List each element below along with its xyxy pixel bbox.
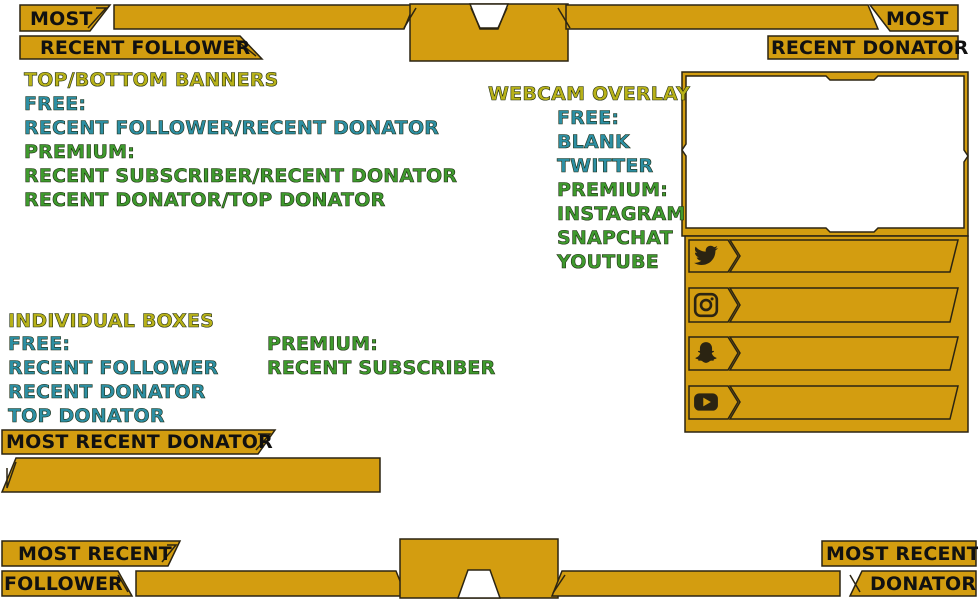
webcam-premium-item: INSTAGRAM bbox=[557, 203, 686, 226]
banners-heading: TOP/BOTTOM BANNERS bbox=[24, 69, 279, 92]
bottom-left-sub-tag bbox=[1, 570, 134, 597]
bottom-left-tag bbox=[1, 540, 182, 567]
top-right-bar bbox=[565, 4, 880, 30]
banners-premium-label: PREMIUM: bbox=[24, 141, 136, 164]
webcam-heading: WEBCAM OVERLAY bbox=[488, 83, 691, 106]
youtube-icon bbox=[694, 393, 718, 411]
bottom-notch bbox=[456, 569, 502, 599]
webcam-free-item: TWITTER bbox=[557, 155, 654, 178]
instagram-icon bbox=[693, 292, 719, 318]
box-label: MOST RECENT DONATOR bbox=[6, 431, 273, 453]
bottom-left-line1: MOST RECENT bbox=[18, 543, 172, 565]
webcam-premium-item: SNAPCHAT bbox=[557, 227, 673, 250]
top-right-line1: MOST bbox=[886, 8, 949, 30]
webcam-free-item: BLANK bbox=[557, 131, 630, 154]
top-right-line2: RECENT DONATOR bbox=[771, 37, 969, 59]
bottom-right-sub-tag bbox=[848, 570, 977, 597]
top-right-sub-tag bbox=[767, 35, 959, 60]
bottom-left-line2: FOLLOWER bbox=[4, 573, 123, 595]
banners-premium-item: RECENT DONATOR/TOP DONATOR bbox=[24, 189, 386, 212]
webcam-premium-label: PREMIUM: bbox=[557, 179, 669, 202]
bottom-right-tag bbox=[821, 540, 977, 567]
top-right-tag bbox=[868, 4, 959, 32]
banners-premium-item: RECENT SUBSCRIBER/RECENT DONATOR bbox=[24, 165, 458, 188]
banners-free-label: FREE: bbox=[24, 93, 87, 116]
top-left-sub-tag bbox=[19, 35, 264, 60]
top-left-bar bbox=[113, 4, 416, 30]
webcam-free-label: FREE: bbox=[557, 107, 620, 130]
bottom-right-line1: MOST RECENT bbox=[826, 543, 978, 565]
boxes-free-label: FREE: bbox=[8, 333, 71, 356]
webcam-window bbox=[681, 75, 969, 233]
boxes-premium-item: RECENT SUBSCRIBER bbox=[267, 357, 496, 380]
boxes-free-item: RECENT FOLLOWER bbox=[8, 357, 219, 380]
twitter-icon bbox=[694, 245, 718, 265]
bottom-right-line2: DONATOR bbox=[870, 573, 977, 595]
box-label-tag bbox=[1, 429, 277, 455]
boxes-free-item: RECENT DONATOR bbox=[8, 381, 206, 404]
top-left-line1: MOST bbox=[30, 8, 93, 30]
bottom-left-bar bbox=[135, 570, 408, 597]
box-body bbox=[0, 457, 381, 493]
bottom-center-block bbox=[399, 538, 559, 599]
top-center-block bbox=[409, 3, 569, 62]
banners-free-item: RECENT FOLLOWER/RECENT DONATOR bbox=[24, 117, 440, 140]
top-left-tag bbox=[19, 4, 112, 32]
snapchat-icon bbox=[695, 342, 717, 363]
boxes-free-item: TOP DONATOR bbox=[8, 405, 165, 428]
boxes-heading: INDIVIDUAL BOXES bbox=[8, 310, 215, 333]
top-left-line2: RECENT FOLLOWER bbox=[40, 37, 251, 59]
bottom-right-bar bbox=[550, 570, 841, 597]
boxes-premium-label: PREMIUM: bbox=[267, 333, 379, 356]
webcam-premium-item: YOUTUBE bbox=[557, 251, 659, 274]
